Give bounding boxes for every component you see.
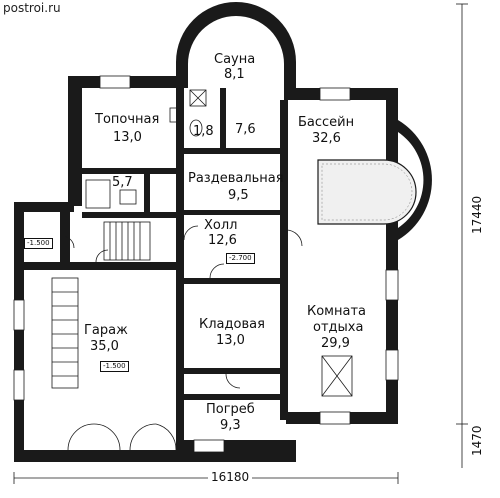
level-mark-left: -1.500 [24,238,53,249]
room-dressing-area: 9,5 [228,188,249,203]
dimension-height: 17440 [470,195,484,234]
dimension-lines [13,3,468,484]
room-rest-name: Комната [307,304,366,319]
pool-basin [317,159,417,225]
room-sauna-area: 8,1 [224,67,245,82]
stairs [51,221,151,389]
level-mark-hall: -2.700 [226,253,255,264]
room-storage-name: Кладовая [199,317,265,332]
room-cellar-name: Погреб [206,402,255,417]
room-boiler-name: Топочная [95,112,160,127]
level-mark-garage: -1.500 [100,361,129,372]
room-bath-area: 5,7 [112,175,133,190]
dimension-width: 16180 [208,470,253,484]
interior-walls [24,88,288,448]
dimension-side: 1470 [470,425,484,456]
room-sauna-name: Сауна [214,52,256,67]
room-storage-area: 13,0 [216,333,245,348]
room-hall-name: Холл [204,218,238,233]
fixtures [85,89,353,397]
door-swings [61,225,303,451]
room-rest-name-line2: отдыха [313,320,364,335]
room-shower-area: 7,6 [235,122,256,137]
room-garage-name: Гараж [84,323,128,338]
room-pool-area: 32,6 [312,131,341,146]
room-hall-area: 12,6 [208,233,237,248]
room-cellar-area: 9,3 [220,418,241,433]
room-wc-area: 1,8 [193,124,214,139]
room-boiler-area: 13,0 [113,130,142,145]
room-pool-name: Бассейн [298,115,355,130]
room-rest-area: 29,9 [321,336,350,351]
room-dressing-name: Раздевальная [188,171,284,186]
room-garage-area: 35,0 [90,339,119,354]
watermark: postroi.ru [3,1,61,15]
windows [13,75,399,453]
